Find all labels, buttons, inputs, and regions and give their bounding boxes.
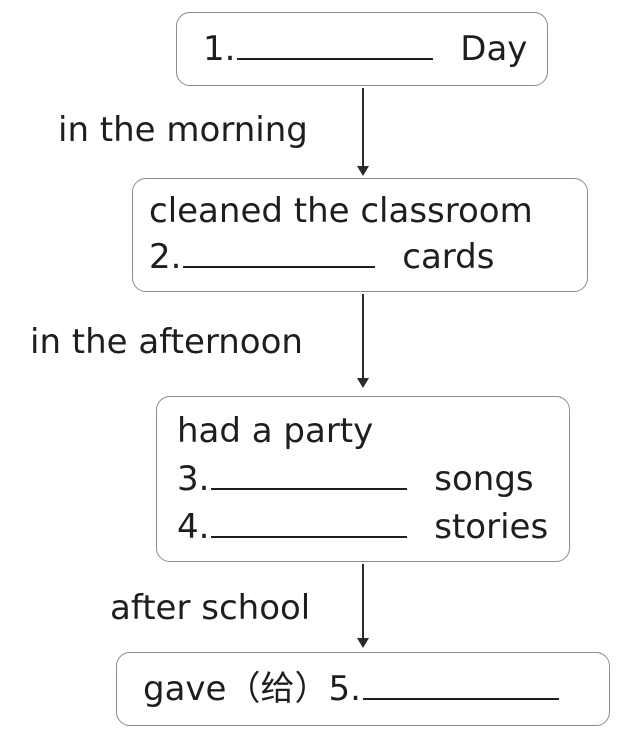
blank-4[interactable] bbox=[211, 532, 408, 538]
box-after-school: gave（给）5. bbox=[116, 652, 610, 726]
box-morning-activities: cleaned the classroom 2. cards bbox=[132, 178, 588, 292]
blank-4-number: 4. bbox=[177, 507, 210, 547]
box3-line-1: had a party bbox=[177, 411, 374, 451]
box1-suffix: Day bbox=[460, 29, 528, 69]
arrow-down-2 bbox=[357, 294, 369, 388]
blank-3[interactable] bbox=[211, 484, 408, 490]
blank-1-number: 1. bbox=[203, 29, 236, 69]
blank-1[interactable] bbox=[237, 54, 434, 60]
step-label-after-school: after school bbox=[110, 588, 311, 628]
step-label-morning: in the morning bbox=[58, 110, 308, 150]
box-festival-day: 1. Day bbox=[176, 12, 548, 86]
box4-prefix: gave（给）5. bbox=[143, 669, 361, 709]
arrow-down-3 bbox=[357, 564, 369, 648]
arrow-down-1 bbox=[357, 88, 369, 176]
box2-suffix: cards bbox=[402, 237, 495, 277]
box2-line-1: cleaned the classroom bbox=[149, 191, 533, 231]
blank-2-number: 2. bbox=[149, 237, 182, 277]
blank-5[interactable] bbox=[362, 694, 559, 700]
box-afternoon-activities: had a party 3. songs 4. stories bbox=[156, 396, 570, 562]
box3-suffix-songs: songs bbox=[434, 459, 534, 499]
box3-suffix-stories: stories bbox=[434, 507, 549, 547]
blank-2[interactable] bbox=[183, 262, 376, 268]
step-label-afternoon: in the afternoon bbox=[30, 322, 303, 362]
blank-3-number: 3. bbox=[177, 459, 210, 499]
